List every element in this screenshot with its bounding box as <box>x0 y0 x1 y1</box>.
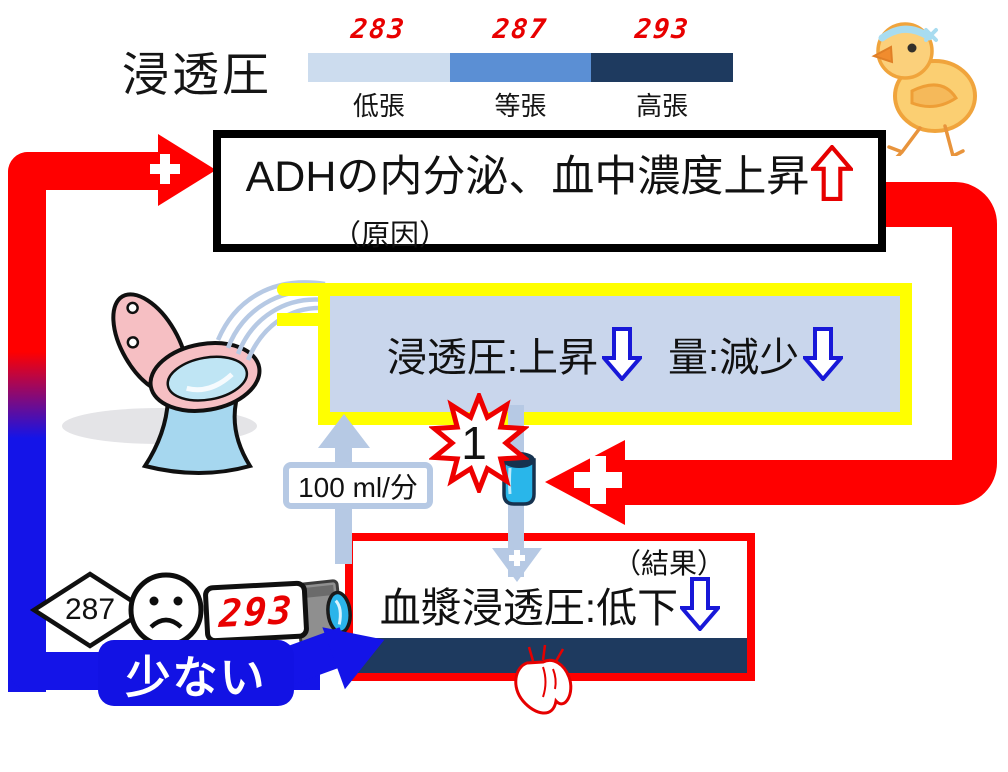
urine-rate-text: 100 ml/分 <box>298 471 418 503</box>
osmolarity-reading: 293 <box>217 587 295 637</box>
plus-icon <box>574 456 622 504</box>
tonicity-color-bar <box>308 53 734 82</box>
scale-values-row: 283 287 293 <box>308 14 733 45</box>
scale-value-hypertonic: 293 <box>633 14 692 45</box>
urine-box: 浸透圧:上昇 量:減少 <box>318 296 912 425</box>
plus-icon <box>150 154 180 184</box>
bar-segment-hypotonic <box>308 53 450 82</box>
chick-icon <box>871 22 977 156</box>
result-subtitle: （結果） <box>612 548 725 579</box>
up-arrow-icon <box>811 145 854 201</box>
cause-box: ADHの内分泌、血中濃度上昇 （原因） <box>213 130 886 252</box>
feedback-band-left <box>8 152 46 692</box>
result-box: （結果） 血漿浸透圧:低下 <box>345 533 755 715</box>
status-badge: 少ない <box>98 640 294 706</box>
scale-labels-row: 低張 等張 高張 <box>308 86 733 123</box>
down-arrow-icon <box>602 327 642 381</box>
feedback-loop-right <box>545 182 997 525</box>
step-number: 1 <box>461 417 487 469</box>
cause-text: ADHの内分泌、血中濃度上昇 <box>245 153 810 201</box>
urine-volume-text: 量:減少 <box>668 336 800 380</box>
bar-segment-hypertonic <box>591 53 734 82</box>
bar-segment-isotonic <box>449 53 592 82</box>
scale-label-isotonic: 等張 <box>494 91 547 121</box>
scale-label-hypertonic: 高張 <box>636 91 689 121</box>
result-text: 血漿浸透圧:低下 <box>379 585 679 631</box>
urine-rate-label: 100 ml/分 <box>283 462 433 509</box>
down-arrow-icon <box>803 327 844 381</box>
starburst-icon <box>429 393 529 493</box>
urine-box-top-border <box>277 283 912 296</box>
setpoint-diamond-icon <box>29 571 151 649</box>
scale-title: 浸透圧 <box>122 48 272 101</box>
heart-icon <box>514 644 573 715</box>
osmolarity-display: 293 <box>202 580 310 644</box>
scale-value-isotonic: 287 <box>491 14 550 45</box>
urine-box-outlet-border <box>277 313 330 326</box>
setpoint-value: 287 <box>64 593 116 626</box>
cause-subtitle: （原因） <box>331 220 448 252</box>
urine-osmolarity-text: 浸透圧:上昇 <box>386 336 598 380</box>
feedback-band-top <box>8 152 160 190</box>
plus-icon <box>509 550 525 566</box>
scale-label-hypotonic: 低張 <box>352 91 405 121</box>
scale-value-hypotonic: 283 <box>349 14 408 45</box>
down-arrow-icon <box>680 577 721 631</box>
toilet-icon <box>111 292 262 475</box>
